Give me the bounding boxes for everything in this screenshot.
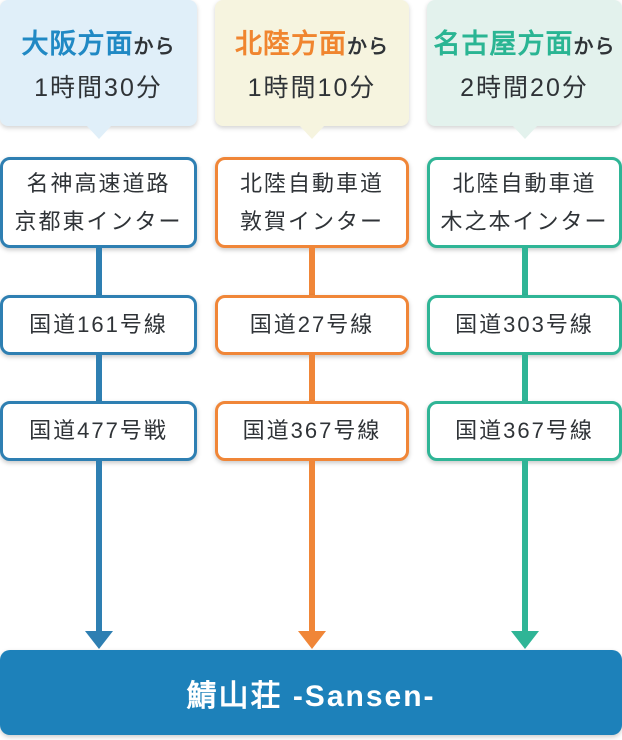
route-box: 国道367号線 [427,401,622,461]
origin-header-hokuriku: 北陸方面から 1時間10分 [215,0,409,139]
route-box-label: 北陸自動車道 [452,170,597,196]
origin-label: 北陸方面から [235,22,389,61]
route-column-hokuriku: 北陸方面から 1時間10分 北陸自動車道 敦賀インター 国道27号線 国道367… [215,0,409,649]
duration-label: 1時間30分 [34,74,163,102]
destination-bar: 鯖山荘 -Sansen- [0,650,622,735]
origin-label: 名古屋方面から [434,22,616,61]
arrow-down-icon [84,631,113,649]
route-box-label: 木之本インター [440,208,609,234]
connector-line [309,461,315,632]
connector-line [521,355,528,401]
route-box-label: 名神高速道路 [26,170,171,196]
route-box-label: 国道27号線 [249,312,375,337]
origin-name: 大阪方面 [21,29,134,59]
connector-line [309,355,315,401]
route-box: 国道477号戦 [0,401,197,461]
duration-label: 1時間10分 [247,74,377,102]
origin-name: 北陸方面 [235,29,347,59]
arrow-down-icon [510,631,539,649]
destination-label: 鯖山荘 -Sansen- [186,679,436,713]
route-column-osaka: 大阪方面から 1時間30分 名神高速道路 京都東インター 国道161号線 国道4… [0,0,197,649]
speech-tail-icon [299,125,325,139]
route-column-nagoya: 名古屋方面から 2時間20分 北陸自動車道 木之本インター 国道303号線 国道… [427,0,622,649]
route-box-label: 国道161号線 [29,312,168,337]
route-box-label: 国道367号線 [455,418,594,443]
origin-header-osaka: 大阪方面から 1時間30分 [0,0,197,139]
origin-suffix: から [573,36,616,58]
route-box: 名神高速道路 京都東インター [0,157,197,248]
route-box: 国道303号線 [427,295,622,355]
route-box: 国道27号線 [215,295,409,355]
origin-suffix: から [347,36,389,58]
route-box: 国道367号線 [215,401,409,461]
route-box-label: 国道367号線 [242,418,382,443]
origin-name: 名古屋方面 [433,29,574,59]
connector-line [521,461,528,632]
connector-line [95,248,102,295]
route-box-label: 京都東インター [14,208,183,234]
origin-suffix: から [133,36,176,58]
route-box: 国道161号線 [0,295,197,355]
speech-tail-icon [85,125,112,139]
route-box-label: 国道303号線 [455,312,594,337]
route-box-label: 国道477号戦 [29,418,168,443]
route-columns: 大阪方面から 1時間30分 名神高速道路 京都東インター 国道161号線 国道4… [0,0,622,649]
connector-line [95,461,102,632]
connector-line [309,248,315,295]
connector-line [521,248,528,295]
origin-header-nagoya: 名古屋方面から 2時間20分 [427,0,622,139]
route-box: 北陸自動車道 敦賀インター [215,157,409,248]
route-box: 北陸自動車道 木之本インター [427,157,622,248]
route-box-label: 北陸自動車道 [239,170,384,196]
route-box-label: 敦賀インター [239,208,384,234]
speech-tail-icon [511,125,538,139]
connector-line [95,355,102,401]
arrow-down-icon [298,631,326,649]
origin-label: 大阪方面から [22,22,176,61]
duration-label: 2時間20分 [460,74,589,102]
